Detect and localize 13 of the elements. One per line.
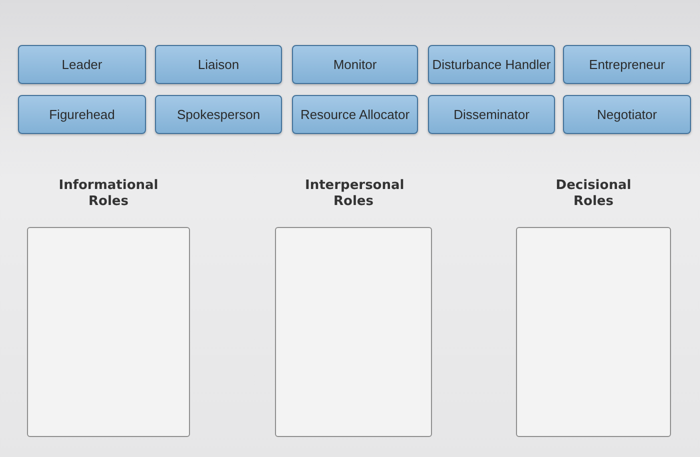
draggable-role-button: Monitor xyxy=(292,45,418,84)
column-heading: Informational Roles xyxy=(58,178,160,210)
column-heading: Interpersonal Roles xyxy=(304,178,406,210)
draggable-role-button: Disseminator xyxy=(428,95,555,134)
column-heading: Decisional Roles xyxy=(554,178,632,210)
draggable-role-button: Liaison xyxy=(155,45,282,84)
draggable-role-button: Spokesperson xyxy=(155,95,282,134)
draggable-role-button: Disturbance Handler xyxy=(428,45,555,84)
draggable-role-button: Figurehead xyxy=(18,95,146,134)
draggable-role-button: Negotiator xyxy=(563,95,691,134)
draggable-role-button: Entrepreneur xyxy=(563,45,691,84)
draggable-role-button: Leader xyxy=(18,45,146,84)
draggable-role-button: Resource Allocator xyxy=(292,95,418,134)
